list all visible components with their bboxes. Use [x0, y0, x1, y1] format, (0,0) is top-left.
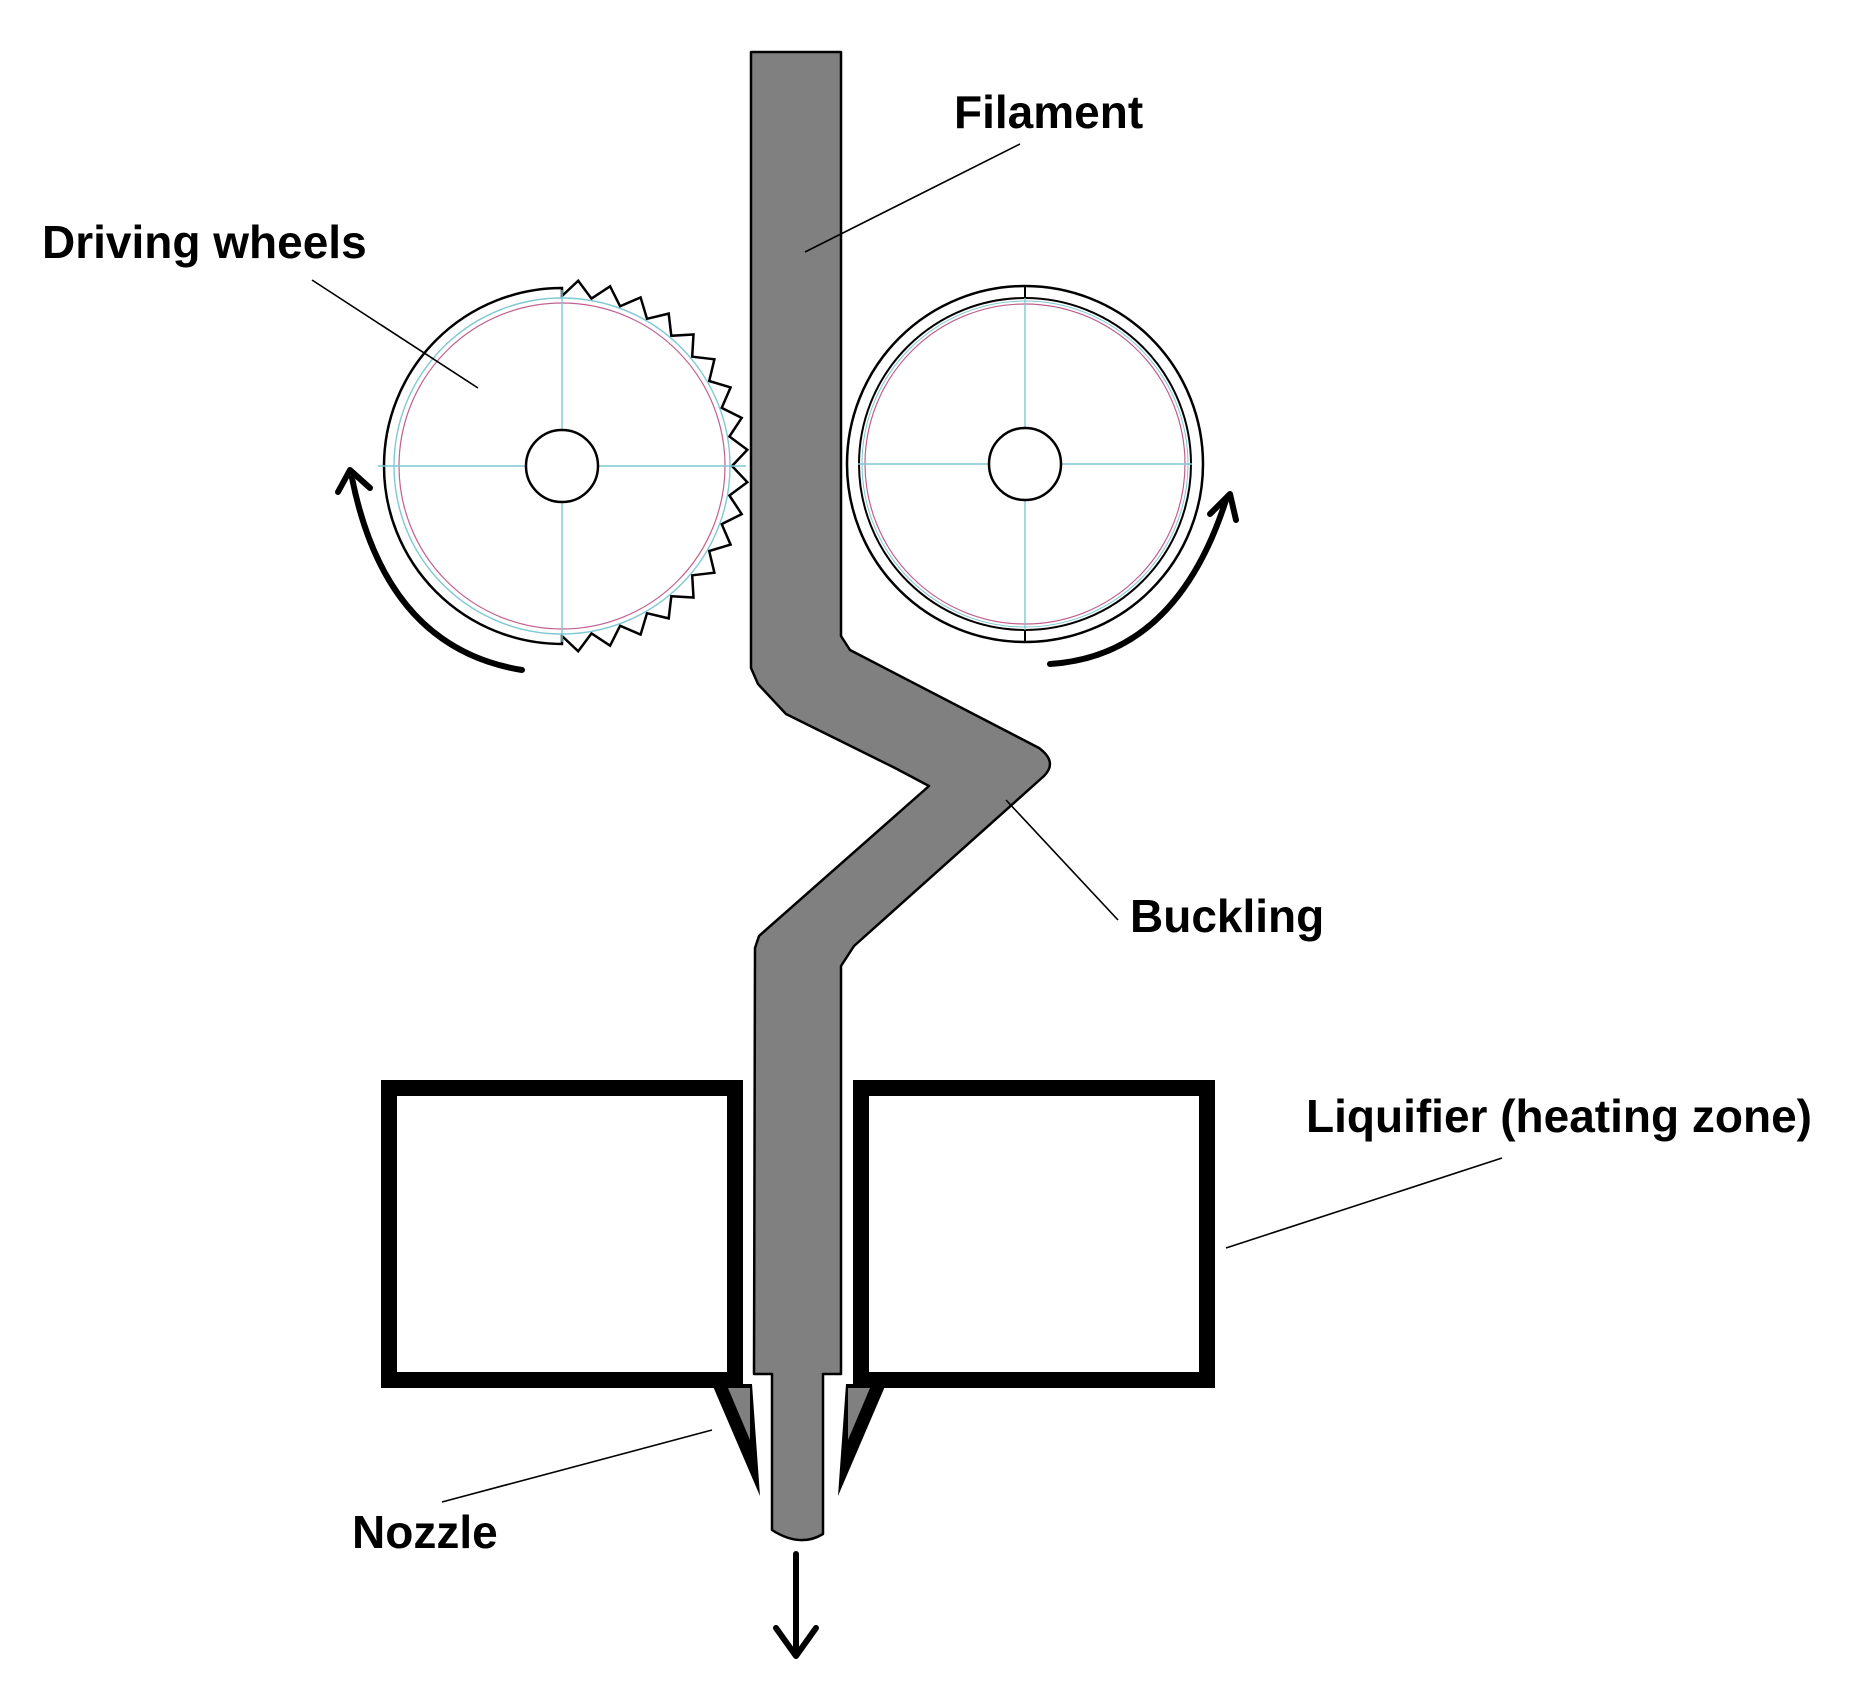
rotation-arrow-left: [335, 467, 525, 673]
buckling-leader: [1005, 799, 1119, 921]
nozzle-tip-right: [838, 1384, 886, 1496]
liquifier-leader: [1225, 1157, 1503, 1249]
axle-hole: [524, 428, 600, 504]
nozzle-leader: [441, 1429, 713, 1503]
liquifier-label: Liquifier (heating zone): [1306, 1090, 1812, 1142]
driving-wheel-left: [378, 278, 750, 654]
rotation-arrow-right: [1047, 491, 1239, 667]
nozzle-tip-left: [712, 1384, 760, 1496]
filament-leader: [804, 143, 1021, 253]
driving-wheels-label: Driving wheels: [42, 216, 367, 268]
down-arrow-icon: [773, 1551, 819, 1659]
buckling-label: Buckling: [1130, 890, 1324, 942]
liquifier-block-left: [381, 1080, 743, 1388]
nozzle-label: Nozzle: [352, 1506, 498, 1558]
driving-wheels-leader: [311, 279, 479, 389]
filament-label: Filament: [954, 86, 1143, 138]
filament-shape: [749, 50, 1052, 1542]
driving-wheel-right: [845, 284, 1205, 644]
liquifier-block-right: [853, 1080, 1215, 1388]
axle-hole: [987, 426, 1063, 502]
